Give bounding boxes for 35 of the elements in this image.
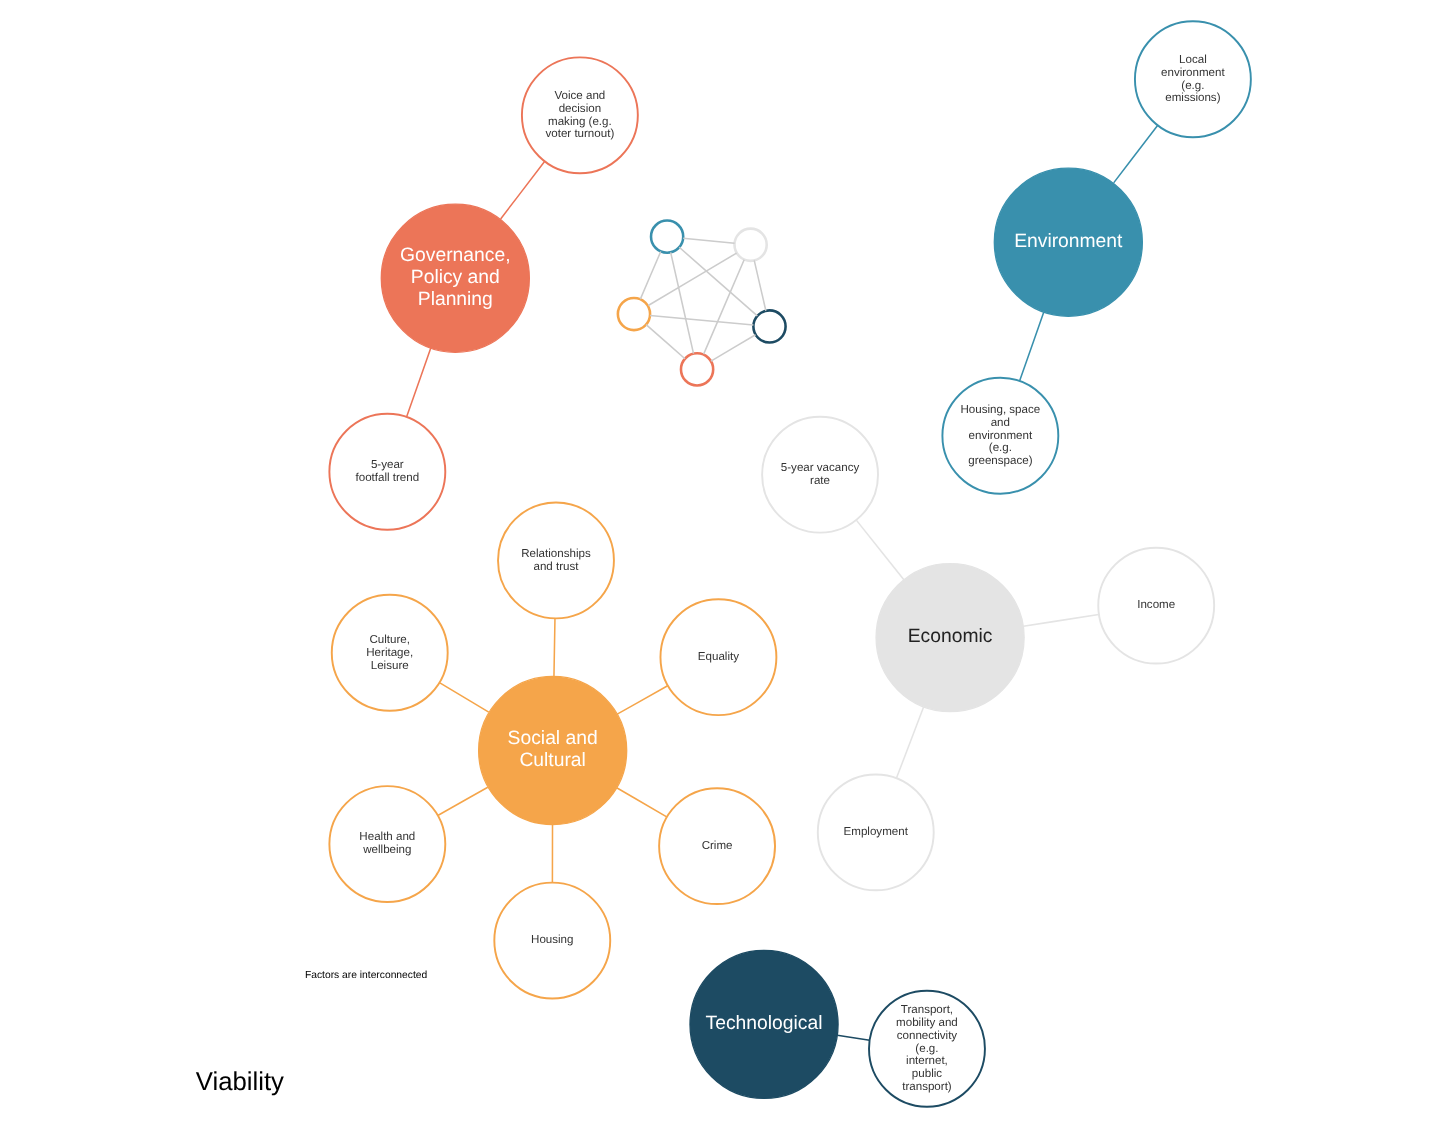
node-circle — [751, 309, 786, 344]
node-circle: Social and Cultural — [476, 675, 627, 826]
node-circle — [615, 296, 651, 332]
connector — [498, 160, 545, 220]
connector — [1018, 311, 1044, 382]
connector — [701, 259, 744, 355]
connector — [835, 1034, 870, 1041]
connector — [1021, 613, 1099, 628]
connector — [638, 250, 661, 300]
connector — [648, 314, 754, 326]
connector — [438, 682, 489, 713]
connector — [436, 786, 488, 817]
connector — [550, 824, 553, 883]
connector — [681, 237, 735, 244]
connector — [709, 333, 756, 362]
connector — [615, 685, 668, 715]
connector — [552, 617, 555, 678]
connector — [404, 347, 431, 418]
node-circle — [678, 352, 714, 387]
node-circle — [648, 219, 684, 254]
node-circle — [732, 227, 767, 263]
connector — [646, 252, 737, 307]
connector — [644, 323, 685, 360]
node-circle: Governance, Policy and Planning — [379, 203, 529, 353]
label: Viability — [194, 1065, 283, 1096]
connector — [677, 246, 758, 317]
connector — [854, 519, 904, 581]
connector — [668, 251, 694, 355]
node-circle: Economic — [874, 562, 1024, 713]
connector — [614, 787, 667, 818]
connector — [752, 259, 766, 312]
node-circle: Environment — [992, 167, 1143, 317]
connector — [894, 706, 924, 779]
node-circle: Technological — [688, 949, 838, 1100]
connector — [1111, 124, 1158, 184]
